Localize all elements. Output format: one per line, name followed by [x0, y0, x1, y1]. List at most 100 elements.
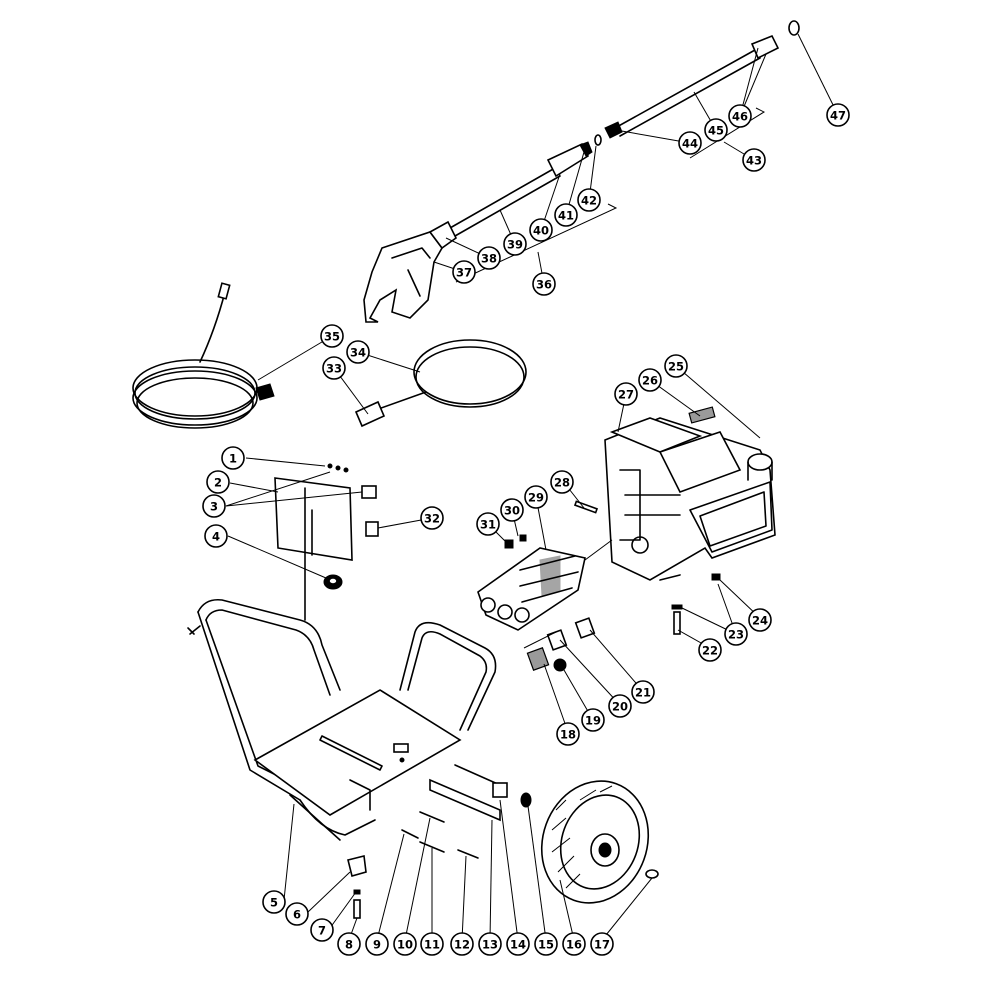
callout-number: 13: [482, 938, 498, 952]
callout-33: 33: [322, 356, 346, 380]
callout-circle: [590, 932, 614, 956]
callout-number: 21: [635, 686, 651, 700]
callout-circle: [748, 608, 772, 632]
callout-13: 13: [478, 932, 502, 956]
pump-fittings: [523, 617, 596, 672]
callout-number: 41: [558, 209, 574, 223]
callout-circle: [534, 932, 558, 956]
callout-24: 24: [748, 608, 772, 632]
callout-circle: [529, 218, 553, 242]
callout-19: 19: [581, 708, 605, 732]
callout-number: 42: [581, 194, 597, 208]
callout-number: 44: [682, 137, 698, 151]
callout-1: 1: [221, 446, 245, 470]
callout-number: 30: [504, 504, 520, 518]
callout-number: 45: [708, 124, 724, 138]
callout-28: 28: [550, 470, 574, 494]
callout-number: 36: [536, 278, 552, 292]
callout-number: 40: [533, 224, 549, 238]
callout-number: 25: [668, 360, 684, 374]
callout-circle: [724, 622, 748, 646]
callout-number: 39: [507, 238, 523, 252]
callout-number: 38: [481, 252, 497, 266]
callout-circle: [608, 694, 632, 718]
callout-circle: [346, 340, 370, 364]
callout-number: 8: [345, 938, 353, 952]
callout-number: 47: [830, 109, 846, 123]
callout-circle: [678, 131, 702, 155]
callout-number: 23: [728, 628, 744, 642]
callout-circle: [500, 498, 524, 522]
callout-number: 15: [538, 938, 554, 952]
high-pressure-hose: [132, 282, 275, 429]
callout-15: 15: [534, 932, 558, 956]
engine-bolts: [671, 573, 721, 635]
callout-40: 40: [529, 218, 553, 242]
callout-circle: [320, 324, 344, 348]
callout-17: 17: [590, 932, 614, 956]
frame: [187, 598, 508, 859]
callout-number: 37: [456, 266, 472, 280]
callout-circle: [698, 638, 722, 662]
callout-circle: [554, 203, 578, 227]
callout-number: 14: [510, 938, 526, 952]
callout-14: 14: [506, 932, 530, 956]
callout-11: 11: [420, 932, 444, 956]
callout-circle: [262, 890, 286, 914]
panel: [274, 463, 377, 621]
callout-number: 3: [210, 500, 218, 514]
callout-41: 41: [554, 203, 578, 227]
callout-30: 30: [500, 498, 524, 522]
callout-circle: [577, 188, 601, 212]
callout-4: 4: [204, 524, 228, 548]
callout-number: 34: [350, 346, 366, 360]
callout-21: 21: [631, 680, 655, 704]
callout-circle: [322, 356, 346, 380]
callout-circle: [478, 932, 502, 956]
callout-42: 42: [577, 188, 601, 212]
callout-18: 18: [556, 722, 580, 746]
callout-number: 6: [293, 908, 301, 922]
callout-number: 29: [528, 491, 544, 505]
callout-number: 11: [424, 938, 440, 952]
callout-43: 43: [742, 148, 766, 172]
callout-25: 25: [664, 354, 688, 378]
engine: [604, 406, 776, 581]
callout-circle: [450, 932, 474, 956]
callout-22: 22: [698, 638, 722, 662]
callout-12: 12: [450, 932, 474, 956]
callout-number: 43: [746, 154, 762, 168]
callout-number: 2: [214, 476, 222, 490]
wheel: [520, 780, 659, 904]
callout-number: 33: [326, 362, 342, 376]
foot: [347, 855, 367, 919]
callout-circle: [638, 368, 662, 392]
callout-6: 6: [285, 902, 309, 926]
callout-23: 23: [724, 622, 748, 646]
callout-32: 32: [420, 506, 444, 530]
callout-circle: [704, 118, 728, 142]
callout-27: 27: [614, 382, 638, 406]
callout-number: 4: [212, 530, 220, 544]
callout-number: 32: [424, 512, 440, 526]
callout-3: 3: [202, 494, 226, 518]
callout-circle: [503, 232, 527, 256]
callout-circle: [631, 680, 655, 704]
callout-16: 16: [562, 932, 586, 956]
callout-circle: [476, 512, 500, 536]
callout-circle: [550, 470, 574, 494]
callout-2: 2: [206, 470, 230, 494]
callout-circle: [204, 524, 228, 548]
callout-circle: [337, 932, 361, 956]
callout-number: 10: [397, 938, 413, 952]
callout-circle: [420, 932, 444, 956]
callout-number: 22: [702, 644, 718, 658]
callout-circle: [664, 354, 688, 378]
callout-44: 44: [678, 131, 702, 155]
callout-number: 5: [270, 896, 278, 910]
callout-circle: [310, 918, 334, 942]
callout-number: 12: [454, 938, 470, 952]
callout-number: 18: [560, 728, 576, 742]
callout-number: 7: [318, 924, 326, 938]
